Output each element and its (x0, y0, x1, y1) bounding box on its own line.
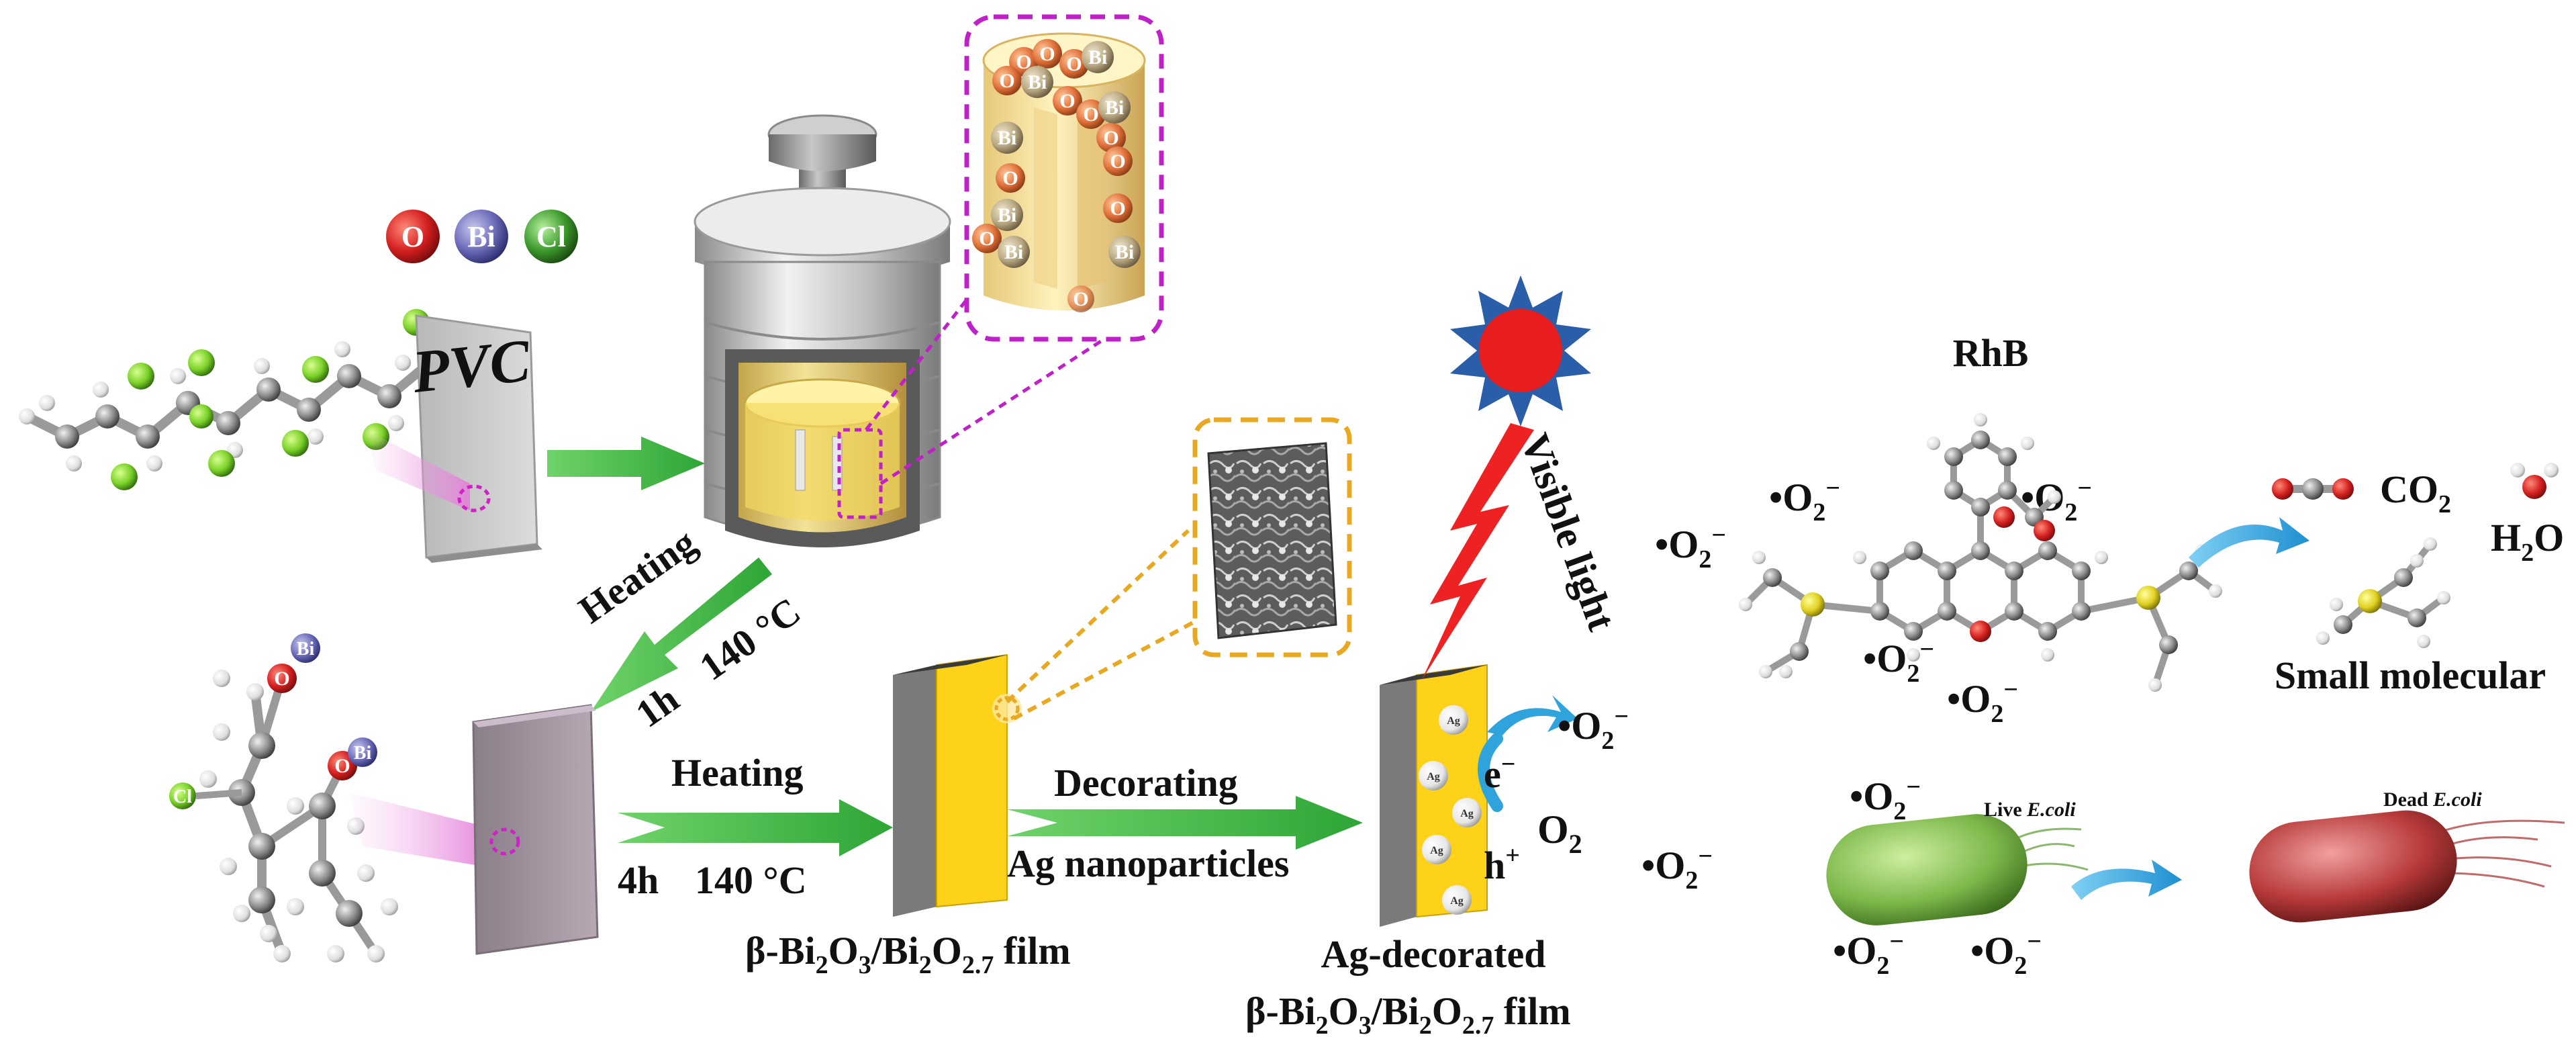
superoxide-7: •O2− (1947, 676, 2018, 728)
zoom-o-8: O (1002, 167, 1018, 189)
bismuth-atom-icon (455, 210, 508, 263)
superoxide-8: •O2− (1850, 773, 1921, 825)
intermediate-cl-label: Cl (173, 786, 192, 807)
visible-light-label: Visible light (1513, 428, 1625, 636)
pvc-plate: PVC (366, 314, 542, 563)
co2-label: CO2 (2380, 467, 2451, 518)
zoom-lines-film (1005, 529, 1203, 721)
zoom-o-1: O (1016, 51, 1031, 73)
zoom-bi-2: Bi (1028, 71, 1047, 93)
superoxide-1: •O2− (1558, 703, 1629, 755)
intermediate-molecule-icon: Cl O Bi O Bi (169, 633, 398, 962)
intermediate-bi-1: Bi (297, 639, 315, 660)
degradation-arrow-icon (2189, 517, 2309, 568)
intermediate-o-2: O (334, 755, 350, 777)
ag-label-3: Ag (1460, 808, 1474, 819)
kill-arrow-icon (2071, 860, 2182, 900)
bi2o3-film (893, 653, 1022, 917)
zoom-o-7: O (1103, 127, 1118, 149)
arrow-heating-2 (618, 799, 893, 856)
ag-decorated-film: Ag Ag Ag Ag Ag (1380, 664, 1488, 927)
arrow-heating-1 (591, 557, 772, 712)
zoom-o-3: O (1066, 53, 1082, 75)
sem-image-inset (1192, 417, 1352, 658)
electron-label: e− (1484, 750, 1515, 796)
hole-label: h+ (1484, 842, 1520, 887)
zoom-o-2: O (1039, 43, 1055, 65)
zoom-o-4: O (999, 70, 1014, 92)
live-ecoli-icon (1826, 814, 2089, 926)
step2-time: 4h (618, 858, 659, 902)
autoclave-icon (694, 114, 951, 547)
arrow-decorating (1007, 796, 1363, 850)
lightning-bolt-icon (1422, 423, 1534, 680)
h2o-label: H2O (2491, 516, 2564, 567)
zoom-bi-6: Bi (1004, 241, 1023, 263)
arrow-to-autoclave (547, 437, 705, 490)
ag-label-4: Ag (1430, 845, 1443, 856)
sun-icon (1450, 275, 1591, 426)
intermediate-plate (349, 704, 599, 955)
ag-nanoparticles-label: Ag nanoparticles (1007, 842, 1290, 885)
decorating-label: Decorating (1054, 761, 1238, 805)
step2-heating: Heating (671, 751, 804, 795)
step2-temp: 140 °C (695, 858, 807, 902)
legend-cl-label: Cl (536, 220, 566, 253)
dead-ecoli-label: Dead E.coli (2383, 788, 2482, 811)
superoxide-2: •O2− (1641, 842, 1713, 895)
superoxide-9: •O2− (1833, 928, 1904, 980)
ag-label-2: Ag (1427, 771, 1440, 782)
superoxide-10: •O2− (1970, 928, 2042, 980)
rhb-label: RhB (1953, 331, 2029, 375)
film1-caption: β-Bi2O3/Bi2O2.7 film (745, 929, 1071, 979)
zoom-o-6: O (1083, 103, 1098, 126)
zoom-bi-4: Bi (998, 127, 1016, 149)
zoom-o-11: O (979, 228, 994, 250)
superoxide-4: •O2− (1769, 474, 1840, 527)
live-ecoli-label: Live E.coli (1984, 799, 2076, 821)
ag-label-5: Ag (1450, 895, 1464, 907)
superoxide-labels: •O2− •O2− •O2− •O2− •O2− •O2− •O2− •O2− … (1558, 474, 2092, 980)
rhb-molecule-icon (1739, 413, 2222, 692)
electron-transfer-arrow-icon (1487, 695, 1578, 735)
legend-o-label: O (401, 220, 424, 253)
zoom-bi-3: Bi (1105, 97, 1124, 119)
oxygen-atom-icon (386, 210, 440, 263)
small-molecule-icon (2316, 537, 2450, 648)
zoom-o-12: O (1073, 288, 1088, 310)
step1-heating: Heating (571, 521, 704, 632)
zoom-o-10: O (1110, 197, 1125, 220)
zoom-bi-1: Bi (1088, 46, 1107, 69)
chlorine-atom-icon (524, 210, 578, 263)
oxygen-label: O2 (1537, 807, 1582, 859)
superoxide-3: •O2− (1655, 521, 1726, 574)
small-molecular-label: Small molecular (2275, 653, 2546, 697)
ag-label-1: Ag (1447, 715, 1460, 727)
intermediate-bi-2: Bi (354, 743, 372, 764)
zoom-o-5: O (1059, 90, 1075, 112)
pvc-label: PVC (409, 327, 534, 406)
atom-legend: O Bi Cl (386, 210, 578, 263)
film2-caption-line1: Ag-decorated (1321, 932, 1545, 976)
dead-ecoli-icon (2249, 810, 2565, 923)
zoom-bi-7: Bi (1115, 241, 1134, 263)
zoom-cylinder-inset: O O O Bi O Bi O O Bi O Bi O O Bi O O Bi … (964, 14, 1164, 342)
film2-caption-line2: β-Bi2O3/Bi2O2.7 film (1245, 989, 1571, 1037)
legend-bi-label: Bi (467, 220, 495, 253)
intermediate-o-1: O (274, 668, 289, 690)
superoxide-6: •O2− (1863, 635, 1934, 688)
zoom-lines-autoclave (865, 281, 1116, 486)
co2-molecule-icon (2272, 478, 2354, 500)
zoom-bi-5: Bi (998, 204, 1016, 226)
h2o-molecule-icon (2510, 463, 2559, 499)
zoom-o-9: O (1110, 150, 1125, 173)
